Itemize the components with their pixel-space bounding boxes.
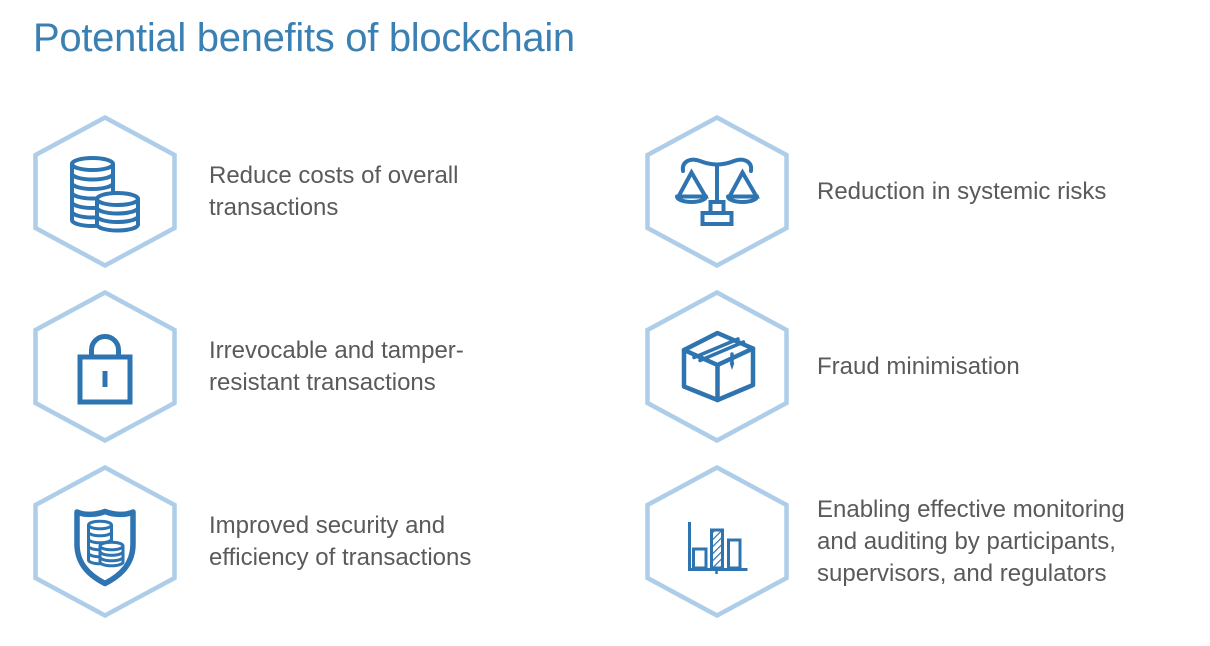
shield-coins-icon bbox=[74, 508, 136, 587]
hexagon-outline bbox=[33, 115, 177, 268]
benefit-label: Reduction in systemic risks bbox=[817, 177, 1107, 205]
lock-icon bbox=[77, 334, 133, 405]
scales-icon bbox=[675, 157, 760, 226]
benefit-item-systemic-risk: Reduction in systemic risks bbox=[645, 115, 1162, 268]
hex-badge bbox=[33, 290, 177, 443]
hex-badge bbox=[645, 465, 789, 618]
page-title: Potential benefits of blockchain bbox=[33, 16, 575, 60]
benefit-label: Reduce costs of overall transactions bbox=[209, 161, 459, 221]
box-icon bbox=[681, 330, 756, 403]
hexagon-outline bbox=[645, 465, 789, 618]
benefit-item-monitoring: Enabling effective monitoring and auditi… bbox=[645, 465, 1162, 618]
benefit-label: Irrevocable and tamper-resistant transac… bbox=[209, 336, 464, 396]
hexagon-outline bbox=[33, 290, 177, 443]
benefit-item-fraud: Fraud minimisation bbox=[645, 290, 1162, 443]
hexagon-outline bbox=[645, 290, 789, 443]
hex-badge bbox=[645, 115, 789, 268]
coins-icon bbox=[70, 156, 140, 233]
hex-badge bbox=[33, 115, 177, 268]
benefit-label: Fraud minimisation bbox=[817, 352, 1020, 380]
hex-badge bbox=[645, 290, 789, 443]
benefit-item-security: Improved security and efficiency of tran… bbox=[33, 465, 519, 618]
benefit-item-irrevocable: Irrevocable and tamper-resistant transac… bbox=[33, 290, 519, 443]
benefit-label: Improved security and efficiency of tran… bbox=[209, 511, 472, 571]
hex-badge bbox=[33, 465, 177, 618]
hexagon-outline bbox=[33, 465, 177, 618]
benefit-label: Enabling effective monitoring and auditi… bbox=[817, 495, 1125, 587]
bar-chart-icon bbox=[688, 522, 748, 574]
hexagon-outline bbox=[645, 115, 789, 268]
benefit-item-costs: Reduce costs of overall transactions bbox=[33, 115, 519, 268]
